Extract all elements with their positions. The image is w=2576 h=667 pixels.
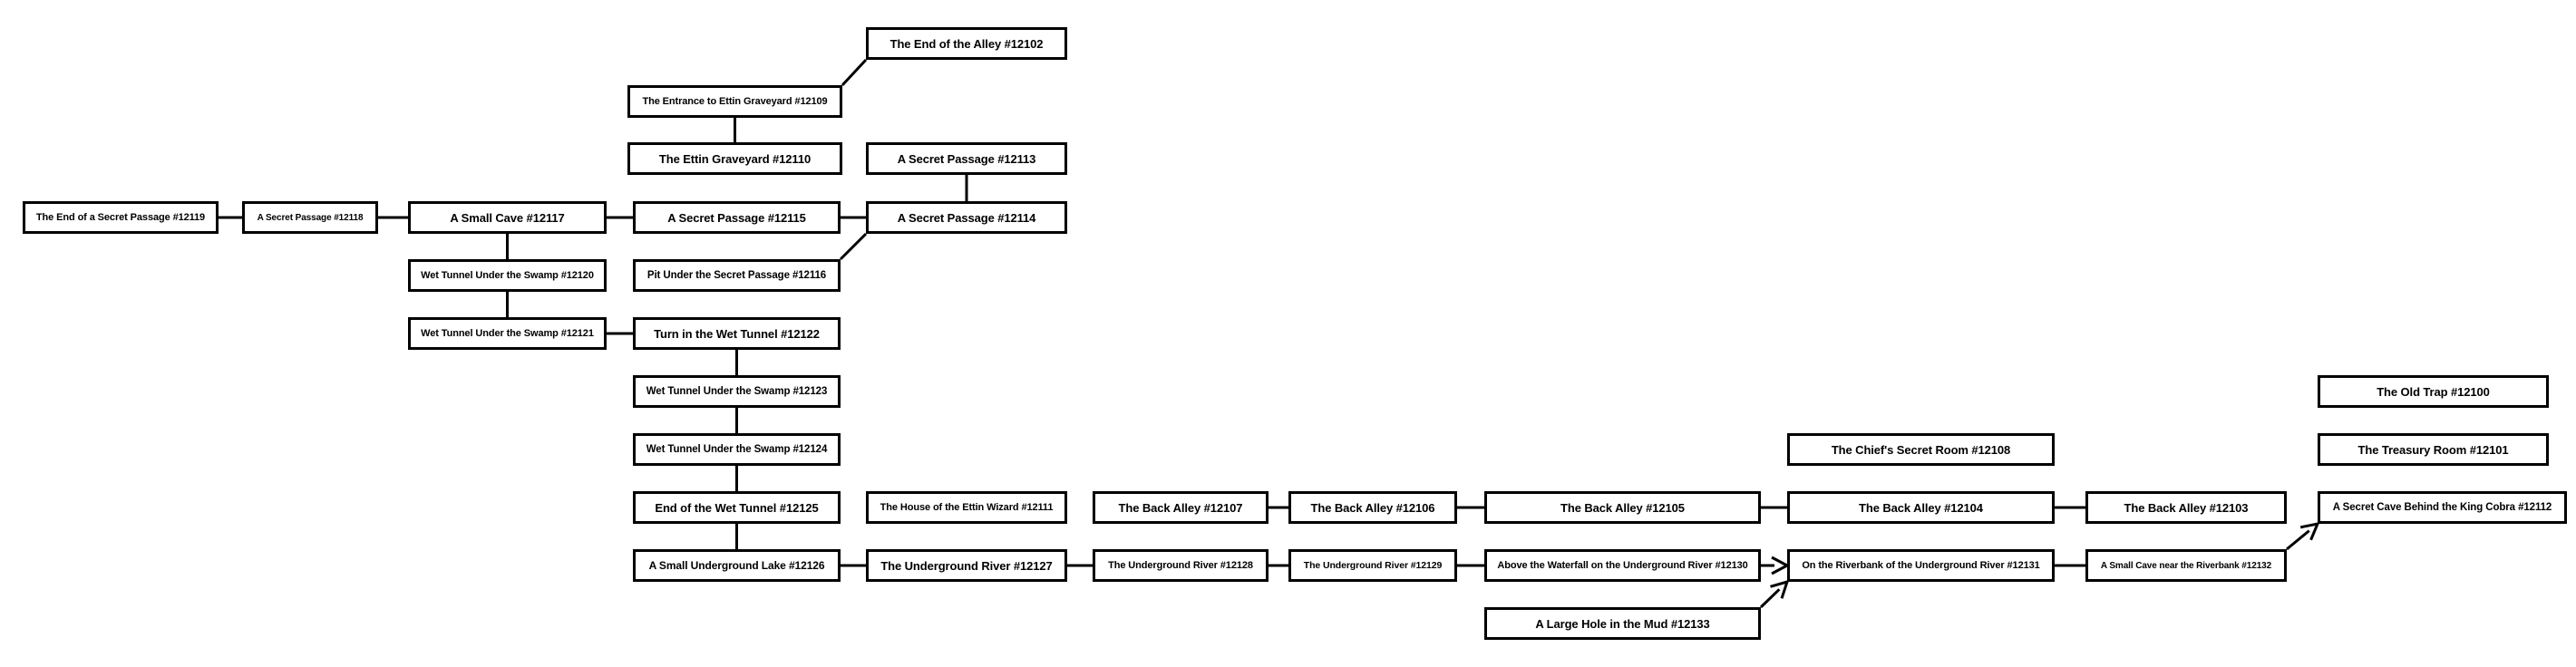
room-node-label: A Small Underground Lake #12126 — [648, 559, 825, 572]
room-node-12130[interactable]: Above the Waterfall on the Underground R… — [1484, 549, 1761, 582]
edge-12132-12112-arrow — [2299, 521, 2320, 541]
room-node-label: The End of a Secret Passage #12119 — [35, 212, 206, 223]
room-node-label: A Small Cave #12117 — [450, 210, 565, 225]
room-node-label: A Small Cave near the Riverbank #12132 — [2100, 560, 2272, 571]
room-node-label: The Treasury Room #12101 — [2357, 442, 2509, 457]
room-node-label: Wet Tunnel Under the Swamp #12121 — [421, 328, 594, 339]
room-node-label: The Entrance to Ettin Graveyard #12109 — [642, 96, 828, 107]
room-node-label: A Secret Passage #12114 — [897, 210, 1036, 225]
room-node-12106[interactable]: The Back Alley #12106 — [1288, 491, 1457, 524]
room-node-12125[interactable]: End of the Wet Tunnel #12125 — [633, 491, 841, 524]
room-node-12101[interactable]: The Treasury Room #12101 — [2318, 433, 2549, 466]
room-node-label: The Underground River #12127 — [880, 558, 1053, 573]
room-node-12103[interactable]: The Back Alley #12103 — [2085, 491, 2287, 524]
room-node-label: The Ettin Graveyard #12110 — [658, 151, 812, 166]
room-node-12131[interactable]: On the Riverbank of the Underground Rive… — [1787, 549, 2055, 582]
room-node-label: Turn in the Wet Tunnel #12122 — [654, 326, 820, 341]
room-node-label: A Secret Cave Behind the King Cobra #121… — [2332, 502, 2552, 513]
room-node-12108[interactable]: The Chief's Secret Room #12108 — [1787, 433, 2055, 466]
room-node-12122[interactable]: Turn in the Wet Tunnel #12122 — [633, 317, 841, 350]
room-node-12114[interactable]: A Secret Passage #12114 — [866, 201, 1067, 234]
room-node-12129[interactable]: The Underground River #12129 — [1288, 549, 1457, 582]
room-node-12132[interactable]: A Small Cave near the Riverbank #12132 — [2085, 549, 2287, 582]
edge-12133-12131-arrow — [1770, 579, 1790, 599]
room-node-label: The Back Alley #12107 — [1118, 500, 1243, 515]
room-node-12123[interactable]: Wet Tunnel Under the Swamp #12123 — [633, 375, 841, 408]
room-node-12121[interactable]: Wet Tunnel Under the Swamp #12121 — [408, 317, 607, 350]
room-node-label: A Large Hole in the Mud #12133 — [1535, 616, 1710, 631]
room-node-12115[interactable]: A Secret Passage #12115 — [633, 201, 841, 234]
room-node-12104[interactable]: The Back Alley #12104 — [1787, 491, 2055, 524]
edge-12109-12102 — [841, 58, 868, 87]
room-node-label: The Old Trap #12100 — [2377, 384, 2490, 399]
room-node-label: Wet Tunnel Under the Swamp #12124 — [646, 444, 828, 455]
room-node-12111[interactable]: The House of the Ettin Wizard #12111 — [866, 491, 1067, 524]
room-node-12120[interactable]: Wet Tunnel Under the Swamp #12120 — [408, 259, 607, 292]
room-node-label: A Secret Passage #12113 — [897, 151, 1036, 166]
room-node-12107[interactable]: The Back Alley #12107 — [1093, 491, 1269, 524]
room-node-label: End of the Wet Tunnel #12125 — [655, 500, 819, 515]
room-node-label: The Back Alley #12103 — [2124, 500, 2249, 515]
room-node-12105[interactable]: The Back Alley #12105 — [1484, 491, 1761, 524]
edge-12116-12114 — [839, 232, 868, 261]
room-node-label: The End of the Alley #12102 — [889, 36, 1044, 51]
room-node-label: Wet Tunnel Under the Swamp #12123 — [646, 386, 828, 397]
room-node-label: The Underground River #12128 — [1108, 560, 1253, 571]
room-node-label: The Back Alley #12105 — [1560, 500, 1685, 515]
room-node-label: The Chief's Secret Room #12108 — [1831, 442, 2011, 457]
room-node-label: The Back Alley #12106 — [1310, 500, 1435, 515]
room-node-label: A Secret Passage #12118 — [257, 212, 364, 223]
room-node-12128[interactable]: The Underground River #12128 — [1093, 549, 1269, 582]
room-node-12119[interactable]: The End of a Secret Passage #12119 — [23, 201, 219, 234]
room-node-12126[interactable]: A Small Underground Lake #12126 — [633, 549, 841, 582]
room-node-12118[interactable]: A Secret Passage #12118 — [242, 201, 378, 234]
room-node-label: A Secret Passage #12115 — [667, 210, 806, 225]
room-node-12113[interactable]: A Secret Passage #12113 — [866, 142, 1067, 175]
room-node-12102[interactable]: The End of the Alley #12102 — [866, 27, 1067, 60]
room-node-12110[interactable]: The Ettin Graveyard #12110 — [627, 142, 842, 175]
room-node-12112[interactable]: A Secret Cave Behind the King Cobra #121… — [2318, 491, 2567, 524]
room-node-12133[interactable]: A Large Hole in the Mud #12133 — [1484, 607, 1761, 640]
room-node-12109[interactable]: The Entrance to Ettin Graveyard #12109 — [627, 85, 842, 118]
room-node-12127[interactable]: The Underground River #12127 — [866, 549, 1067, 582]
room-node-12124[interactable]: Wet Tunnel Under the Swamp #12124 — [633, 433, 841, 466]
room-node-label: On the Riverbank of the Underground Rive… — [1802, 560, 2040, 571]
room-node-label: The Underground River #12129 — [1303, 560, 1443, 571]
room-node-12116[interactable]: Pit Under the Secret Passage #12116 — [633, 259, 841, 292]
room-node-label: Wet Tunnel Under the Swamp #12120 — [421, 270, 594, 281]
room-node-12100[interactable]: The Old Trap #12100 — [2318, 375, 2549, 408]
edge-12133-12131 — [1759, 588, 1781, 609]
room-node-label: Pit Under the Secret Passage #12116 — [646, 270, 827, 281]
room-node-label: Above the Waterfall on the Underground R… — [1497, 560, 1748, 571]
room-node-label: The Back Alley #12104 — [1859, 500, 1983, 515]
room-node-12117[interactable]: A Small Cave #12117 — [408, 201, 607, 234]
edge-12130-12131-arrow — [1771, 556, 1791, 575]
edge-12132-12112 — [2286, 529, 2310, 551]
room-node-label: The House of the Ettin Wizard #12111 — [880, 502, 1054, 513]
